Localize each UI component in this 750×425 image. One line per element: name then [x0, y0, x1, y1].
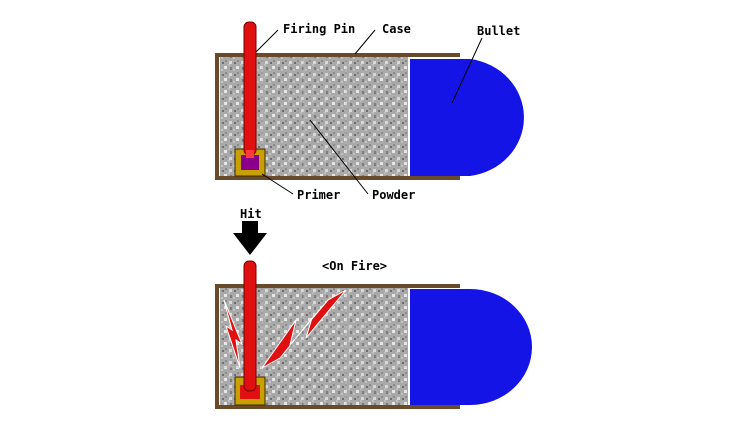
primer-charge: [241, 155, 259, 170]
leader-lines-top: [255, 29, 483, 195]
firing-pin-tip: [246, 150, 254, 158]
bullet-label: Bullet: [477, 24, 520, 38]
arrow-down-icon: [233, 221, 267, 255]
hit-label: Hit: [240, 207, 262, 221]
firing-pin: [243, 21, 257, 156]
firing-pin-leader: [255, 29, 279, 53]
lightning-spark-icon: [223, 299, 244, 369]
primer-label: Primer: [297, 188, 340, 202]
case-leader: [354, 29, 376, 55]
bullet: [410, 289, 532, 405]
powder-leader: [309, 119, 369, 195]
cartridge-bottom: [215, 260, 532, 409]
bullet-leader: [451, 37, 483, 104]
firing-pin-label: Firing Pin: [283, 22, 355, 36]
case-label: Case: [382, 22, 411, 36]
case-walls: [215, 53, 460, 180]
powder-label: Powder: [372, 188, 415, 202]
case-walls: [215, 284, 460, 409]
lightning-spark-icon: [261, 289, 347, 369]
cartridge-top: [215, 21, 524, 180]
primer-leader: [261, 173, 294, 195]
on-fire-label: <On Fire>: [322, 259, 387, 273]
firing-pin: [243, 260, 257, 392]
bullet: [410, 59, 524, 176]
